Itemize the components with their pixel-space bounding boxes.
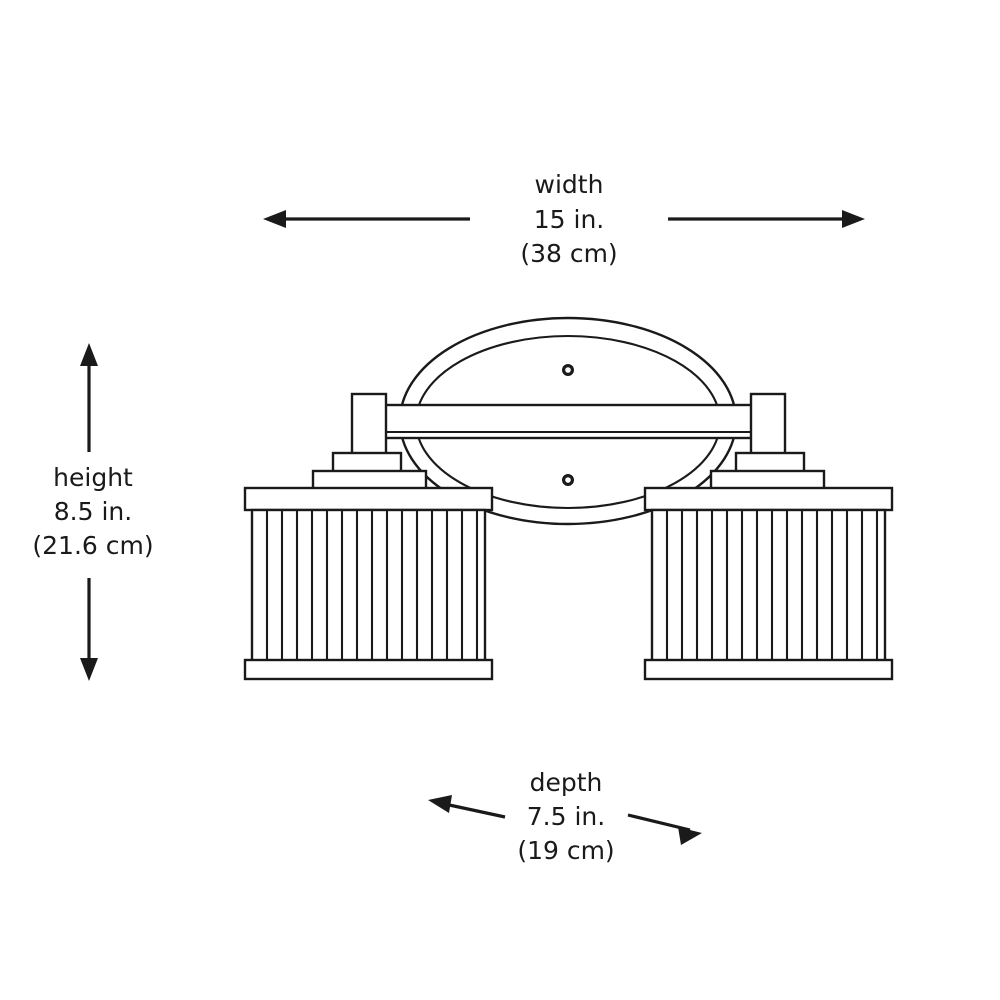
left-riser-post bbox=[350, 392, 388, 456]
depth-value-metric: (19 cm) bbox=[517, 836, 614, 865]
left-shade-body bbox=[250, 508, 487, 665]
left-shade bbox=[243, 486, 494, 681]
width-value-imperial: 15 in. bbox=[534, 205, 605, 234]
width-dimension-group: width 15 in. (38 cm) bbox=[263, 170, 865, 268]
right-shade bbox=[643, 486, 894, 681]
depth-dimension-group: depth 7.5 in. (19 cm) bbox=[428, 768, 702, 865]
right-shade-bottom-cap bbox=[643, 658, 894, 681]
width-arrow bbox=[263, 210, 865, 228]
crossbar bbox=[383, 403, 757, 440]
height-arrow bbox=[80, 343, 98, 681]
right-arm-assembly bbox=[709, 392, 826, 493]
width-label: width bbox=[535, 170, 604, 199]
depth-label: depth bbox=[530, 768, 603, 797]
depth-arrow bbox=[428, 795, 702, 845]
right-shade-body bbox=[650, 508, 887, 665]
left-shade-slats bbox=[265, 510, 479, 663]
product-illustration bbox=[243, 316, 894, 681]
depth-value-imperial: 7.5 in. bbox=[527, 802, 605, 831]
width-value-metric: (38 cm) bbox=[520, 239, 617, 268]
right-riser-post bbox=[749, 392, 787, 456]
left-pedestal-step-upper bbox=[331, 451, 403, 474]
right-shade-top-cap bbox=[643, 486, 894, 512]
height-dimension-group: height 8.5 in. (21.6 cm) bbox=[32, 343, 154, 681]
left-shade-top-cap bbox=[243, 486, 494, 512]
left-arm-assembly bbox=[311, 392, 428, 493]
height-value-imperial: 8.5 in. bbox=[54, 497, 132, 526]
mounting-hole-lower bbox=[561, 474, 574, 487]
left-shade-bottom-cap bbox=[243, 658, 494, 681]
mounting-hole-upper bbox=[561, 364, 574, 377]
height-value-metric: (21.6 cm) bbox=[32, 531, 153, 560]
right-pedestal-step-upper bbox=[734, 451, 806, 474]
height-label: height bbox=[53, 463, 133, 492]
right-shade-slats bbox=[665, 510, 879, 663]
